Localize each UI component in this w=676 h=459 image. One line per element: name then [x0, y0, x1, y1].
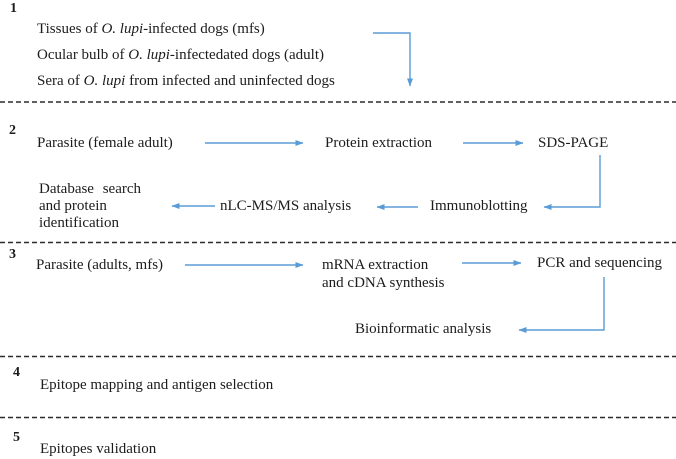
item-sera-species: O. lupi: [83, 73, 126, 89]
item-ocular-bulb-species: O. lupi: [128, 47, 170, 63]
item-tissues-species: O. lupi: [101, 21, 144, 37]
item-sera: Sera of O. lupi from infected and uninfe…: [37, 73, 335, 90]
connector-samples-to-section2: [373, 32, 413, 87]
database-search-line1: Database search: [39, 181, 142, 197]
node-parasite-adults-mfs: Parasite (adults, mfs): [36, 257, 164, 273]
section-2-number: 2: [9, 123, 16, 138]
node-mrna-extraction: mRNA extraction and cDNA synthesis: [322, 256, 445, 292]
node-epitope-mapping: Epitope mapping and antigen selection: [40, 377, 274, 393]
mrna-extraction-line1: mRNA extraction: [322, 257, 429, 273]
item-ocular-bulb: Ocular bulb of O. lupi-infectedated dogs…: [37, 47, 324, 64]
node-parasite-female-adult: Parasite (female adult): [37, 135, 173, 151]
item-tissues: Tissues of O. lupi-infected dogs (mfs): [37, 21, 265, 38]
node-bioinformatic-analysis: Bioinformatic analysis: [355, 321, 492, 337]
item-sera-post: from infected and uninfected dogs: [125, 73, 335, 89]
connector-sds-page-to-immunoblotting: [543, 155, 601, 210]
database-search-line2: and protein: [39, 198, 107, 214]
section-1-number: 1: [10, 1, 17, 16]
item-sera-pre: Sera of: [37, 73, 84, 89]
node-database-search: Database search and protein identificati…: [39, 181, 141, 232]
node-pcr-and-sequencing: PCR and sequencing: [537, 255, 662, 271]
node-protein-extraction: Protein extraction: [325, 135, 433, 151]
section-3-number: 3: [9, 247, 16, 262]
item-tissues-pre: Tissues of: [37, 21, 102, 37]
connector-pcr-to-bioinformatic-analysis: [518, 277, 605, 333]
node-nlc-ms-ms-analysis: nLC-MS/MS analysis: [220, 198, 352, 214]
section-5-number: 5: [13, 430, 20, 445]
database-search-line3: identification: [39, 215, 119, 231]
node-epitopes-validation: Epitopes validation: [40, 441, 157, 457]
section-4-number: 4: [13, 365, 20, 380]
item-tissues-post: -infected dogs (mfs): [143, 21, 265, 37]
item-ocular-bulb-pre: Ocular bulb of: [37, 47, 129, 63]
node-immunoblotting: Immunoblotting: [430, 198, 528, 214]
node-sds-page: SDS-PAGE: [538, 135, 609, 151]
mrna-extraction-line2: and cDNA synthesis: [322, 275, 445, 291]
item-ocular-bulb-post: -infectedated dogs (adult): [169, 47, 325, 63]
